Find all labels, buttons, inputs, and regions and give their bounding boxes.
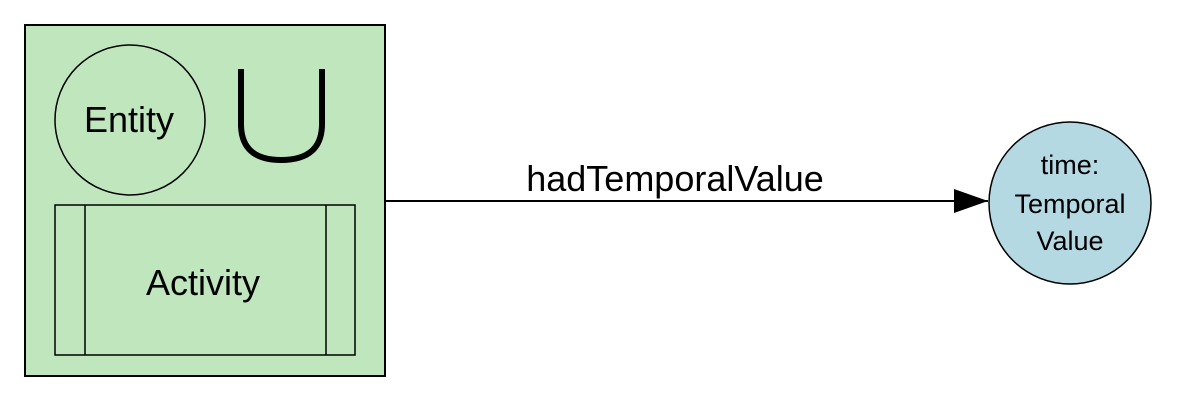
temporal-value-label-line2: Temporal [1014, 189, 1125, 219]
temporal-value-label-line3: Value [1036, 226, 1103, 256]
entity-node: Entity [54, 44, 206, 196]
activity-label: Activity [146, 262, 260, 303]
temporal-value-node: time: Temporal Value [988, 121, 1152, 285]
activity-box [54, 204, 356, 356]
union-group: Entity Activity [24, 24, 386, 377]
temporal-value-circle [988, 121, 1152, 285]
edge-had-temporal-value: hadTemporalValue [385, 158, 988, 213]
temporal-value-label-line1: time: [1041, 150, 1100, 180]
activity-node: Activity [54, 204, 356, 356]
entity-label: Entity [84, 99, 174, 140]
edge-label: hadTemporalValue [526, 158, 824, 199]
entity-circle [54, 44, 206, 196]
union-symbol-icon [238, 69, 325, 164]
